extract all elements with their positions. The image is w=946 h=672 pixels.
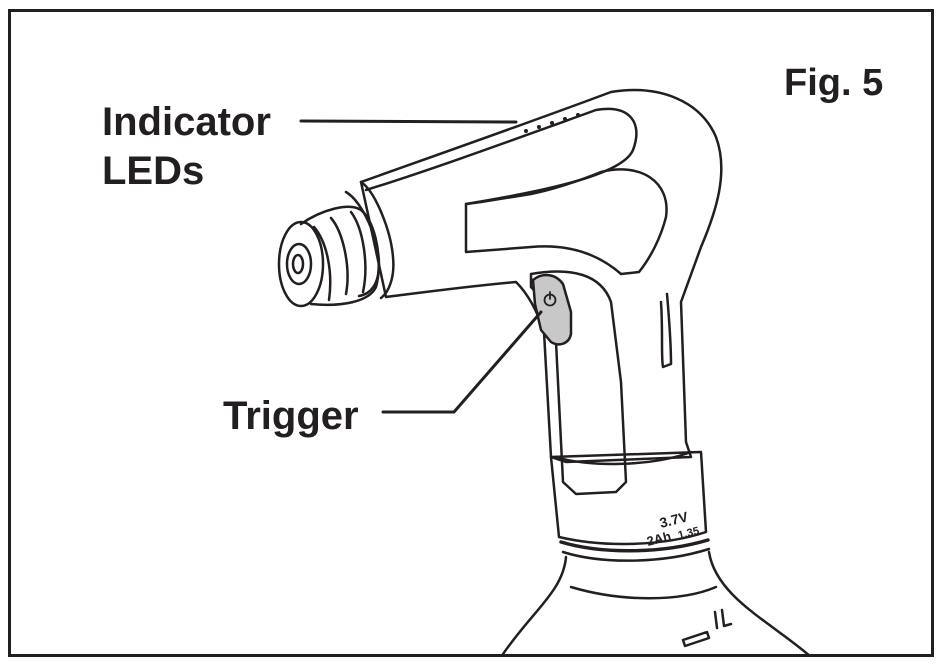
indicator-led: [550, 121, 554, 125]
gun-body-outline: [359, 88, 723, 464]
indicator-leds-leader-line: [299, 119, 518, 124]
grip-lower-edge: [554, 450, 693, 466]
battery-voltage-text: 3.7V: [658, 508, 690, 531]
battery-stripe: [561, 547, 711, 562]
trigger-label: Trigger: [223, 394, 359, 438]
battery-upper-band: [549, 450, 708, 546]
indicator-leds-label-line2: LEDs: [102, 149, 205, 193]
figure-number: Fig. 5: [784, 62, 884, 104]
indicator-led: [524, 129, 528, 133]
battery-energy-text: 1.35: [677, 525, 701, 542]
head-rib: [349, 210, 367, 294]
indicator-led: [563, 117, 567, 121]
trigger-button: [531, 273, 573, 346]
head-rib: [329, 216, 349, 296]
attachment-face-inner: [285, 242, 313, 286]
battery-capacity-text: 2Ah: [645, 528, 673, 549]
battery-marking-1l: [713, 608, 733, 630]
battery-stripe: [559, 538, 710, 553]
indicator-leds: [524, 113, 580, 133]
battery-button: [681, 630, 711, 648]
attachment-face: [277, 220, 325, 308]
trigger-leader-line: [381, 310, 543, 414]
massage-gun-illustration: 3.7V 2Ah 1.35: [277, 88, 810, 654]
head-rib: [312, 225, 332, 302]
indicator-leds-label: Indicator: [102, 100, 271, 144]
figure-frame: 3.7V 2Ah 1.35 Fig. 5 Indicator LEDs Trig…: [8, 9, 934, 657]
attachment-center: [291, 253, 305, 275]
indicator-led: [537, 125, 541, 129]
handle-back-edge: [659, 292, 673, 369]
battery-contour: [569, 585, 718, 600]
side-recess-panel: [464, 168, 668, 276]
head-cylinder: [299, 205, 380, 307]
indicator-led: [576, 113, 580, 117]
front-collar: [359, 180, 395, 300]
battery-base: [501, 550, 810, 654]
